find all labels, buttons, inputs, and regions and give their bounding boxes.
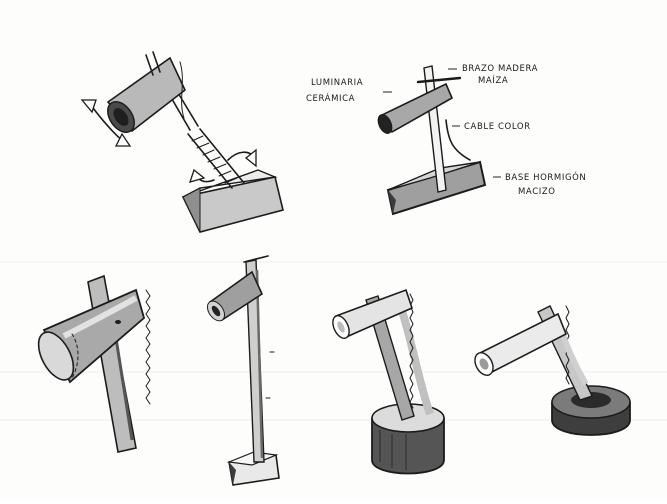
pivot-arrow-icon <box>188 148 257 183</box>
label-maiza: MAÍZA <box>478 74 508 86</box>
closeup-cable <box>145 289 151 405</box>
annotation-brazo: BRAZO MADERA MAÍZA <box>462 64 538 86</box>
rotation-arrow-icon <box>80 99 132 147</box>
cylinder-lamp-arm <box>365 295 415 421</box>
annotation-cable: CABLE COLOR <box>464 122 531 132</box>
label-macizo: MACIZO <box>518 187 556 197</box>
annotation-base: BASE HORMIGÓN MACIZO <box>505 171 586 197</box>
label-base-hormigon: BASE HORMIGÓN <box>505 171 586 183</box>
label-cable-color: CABLE COLOR <box>464 122 531 132</box>
concrete-base-top <box>387 161 481 191</box>
sketch-ring-base-lamp <box>474 305 631 436</box>
sketch-tall-lamp <box>206 255 280 486</box>
block-base-end <box>182 187 201 233</box>
cylinder-base <box>371 418 445 475</box>
label-ceramica: CERÁMICA <box>306 92 355 104</box>
sketch-lamp-rotation <box>80 51 284 233</box>
label-brazo-madera: BRAZO MADERA <box>462 64 538 74</box>
sketch-cylinder-base-lamp <box>332 288 445 475</box>
sketch-lamp-annotated <box>377 65 501 216</box>
tall-arm <box>245 259 265 463</box>
annotation-luminaria: LUMINARIA CERÁMICA <box>306 78 363 104</box>
label-luminaria: LUMINARIA <box>311 78 363 88</box>
sketch-shade-closeup <box>37 274 151 453</box>
